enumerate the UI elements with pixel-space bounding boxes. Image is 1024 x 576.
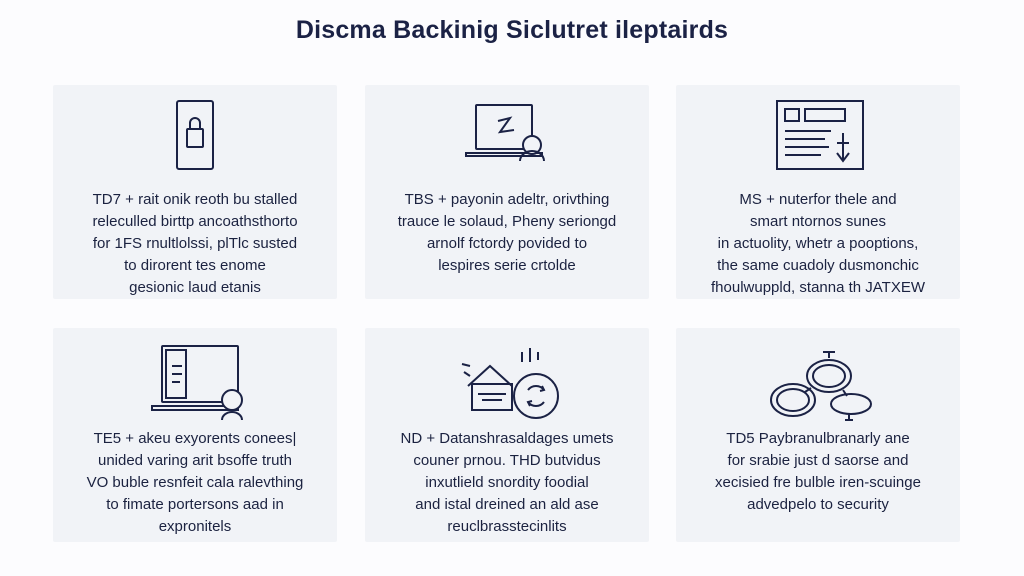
card-6-line-3: xecisied fre bulble iren-scuinge — [715, 474, 921, 491]
card-5-line-5: reuclbrasstecinlits — [447, 518, 567, 535]
card-5-line-4: and istal dreined an ald ase — [415, 496, 599, 513]
card-2-line-1: TBS + payonin adeltr, orivthing — [404, 191, 610, 208]
card-3-line-1: MS + nuterfor thele and — [739, 191, 897, 208]
card-5-line-2: couner prnou. THD butvidus — [413, 452, 601, 469]
card-4-line-3: VO buble resnfeit cala ralevthing — [86, 474, 304, 491]
card-6-line-1: TD5 Paybranulbranarly ane — [726, 430, 910, 447]
card-4-line-5: expronitels — [158, 518, 232, 535]
document-icon — [763, 99, 873, 179]
card-4-line-2: unided varing arit bsoffe truth — [97, 452, 292, 469]
card-2-line-4: lespires serie crtolde — [438, 257, 576, 274]
card-3-line-3: in actuolity, whetr a pooptions, — [717, 235, 919, 252]
page-title: Discma Backinig Siclutret ileptairds — [295, 16, 729, 44]
cloud-network-icon — [763, 342, 873, 422]
card-6-line-2: for srabie just d saorse and — [727, 452, 909, 469]
card-1-line-5: gesionic laud etanis — [129, 279, 261, 296]
card-2-line-2: trauce le solaud, Pheny seriongd — [397, 213, 617, 230]
card-2-line-3: arnolf fctordy povided to — [426, 235, 588, 252]
box-sync-icon — [452, 342, 562, 422]
card-1-line-2: relecu​lled birttp ancoathsthorto — [92, 213, 298, 230]
card-3-line-5: fhoulwuppld, stanna th JATXEW — [711, 279, 925, 296]
info-card-5: ND + Datanshrasaldages umets couner prno… — [365, 328, 649, 542]
card-1-line-3: for 1FS rnultlolssi, plTlc susted — [92, 235, 298, 252]
card-4-text: TE5 + akeu exyorents conees| unided vari… — [63, 428, 327, 538]
card-1-line-4: to dirorent tes enome — [124, 257, 266, 274]
card-5-text: ND + Datanshrasaldages umets couner prno… — [375, 428, 639, 538]
info-card-2: TBS + payonin adeltr, orivthing trauce l… — [365, 85, 649, 299]
card-5-line-3: inxutlield snordity foodial — [425, 474, 589, 491]
info-card-4: TE5 + akeu exyorents conees| unided vari… — [53, 328, 337, 542]
info-card-1: TD7 + rait onik reoth bu stalled relecu​… — [53, 85, 337, 299]
padlock-icon — [140, 99, 250, 179]
card-6-text: TD5 Paybranulbranarly ane for srabie jus… — [686, 428, 950, 516]
card-6-line-4: advedpelo to security — [747, 496, 889, 513]
card-2-text: TBS + payonin adeltr, orivthing trauce l… — [375, 189, 639, 277]
info-card-3: MS + nuterfor thele and smart ntornos su… — [676, 85, 960, 299]
card-5-line-1: ND + Datanshrasaldages umets — [400, 430, 614, 447]
laptop-user-icon — [452, 99, 562, 179]
card-1-line-1: TD7 + rait onik reoth bu stalled — [92, 191, 298, 208]
card-3-line-2: smart ntornos sunes — [750, 213, 886, 230]
card-4-line-1: TE5 + akeu exyorents conees| — [93, 430, 297, 447]
card-3-line-4: the same cuadoly dusmonchic — [717, 257, 919, 274]
laptop-user-icon — [140, 342, 250, 422]
card-3-text: MS + nuterfor thele and smart ntornos su… — [686, 189, 950, 299]
card-4-line-4: to fimate portersons aad in — [106, 496, 284, 513]
card-1-text: TD7 + rait onik reoth bu stalled relecu​… — [63, 189, 327, 299]
info-card-6: TD5 Paybranulbranarly ane for srabie jus… — [676, 328, 960, 542]
